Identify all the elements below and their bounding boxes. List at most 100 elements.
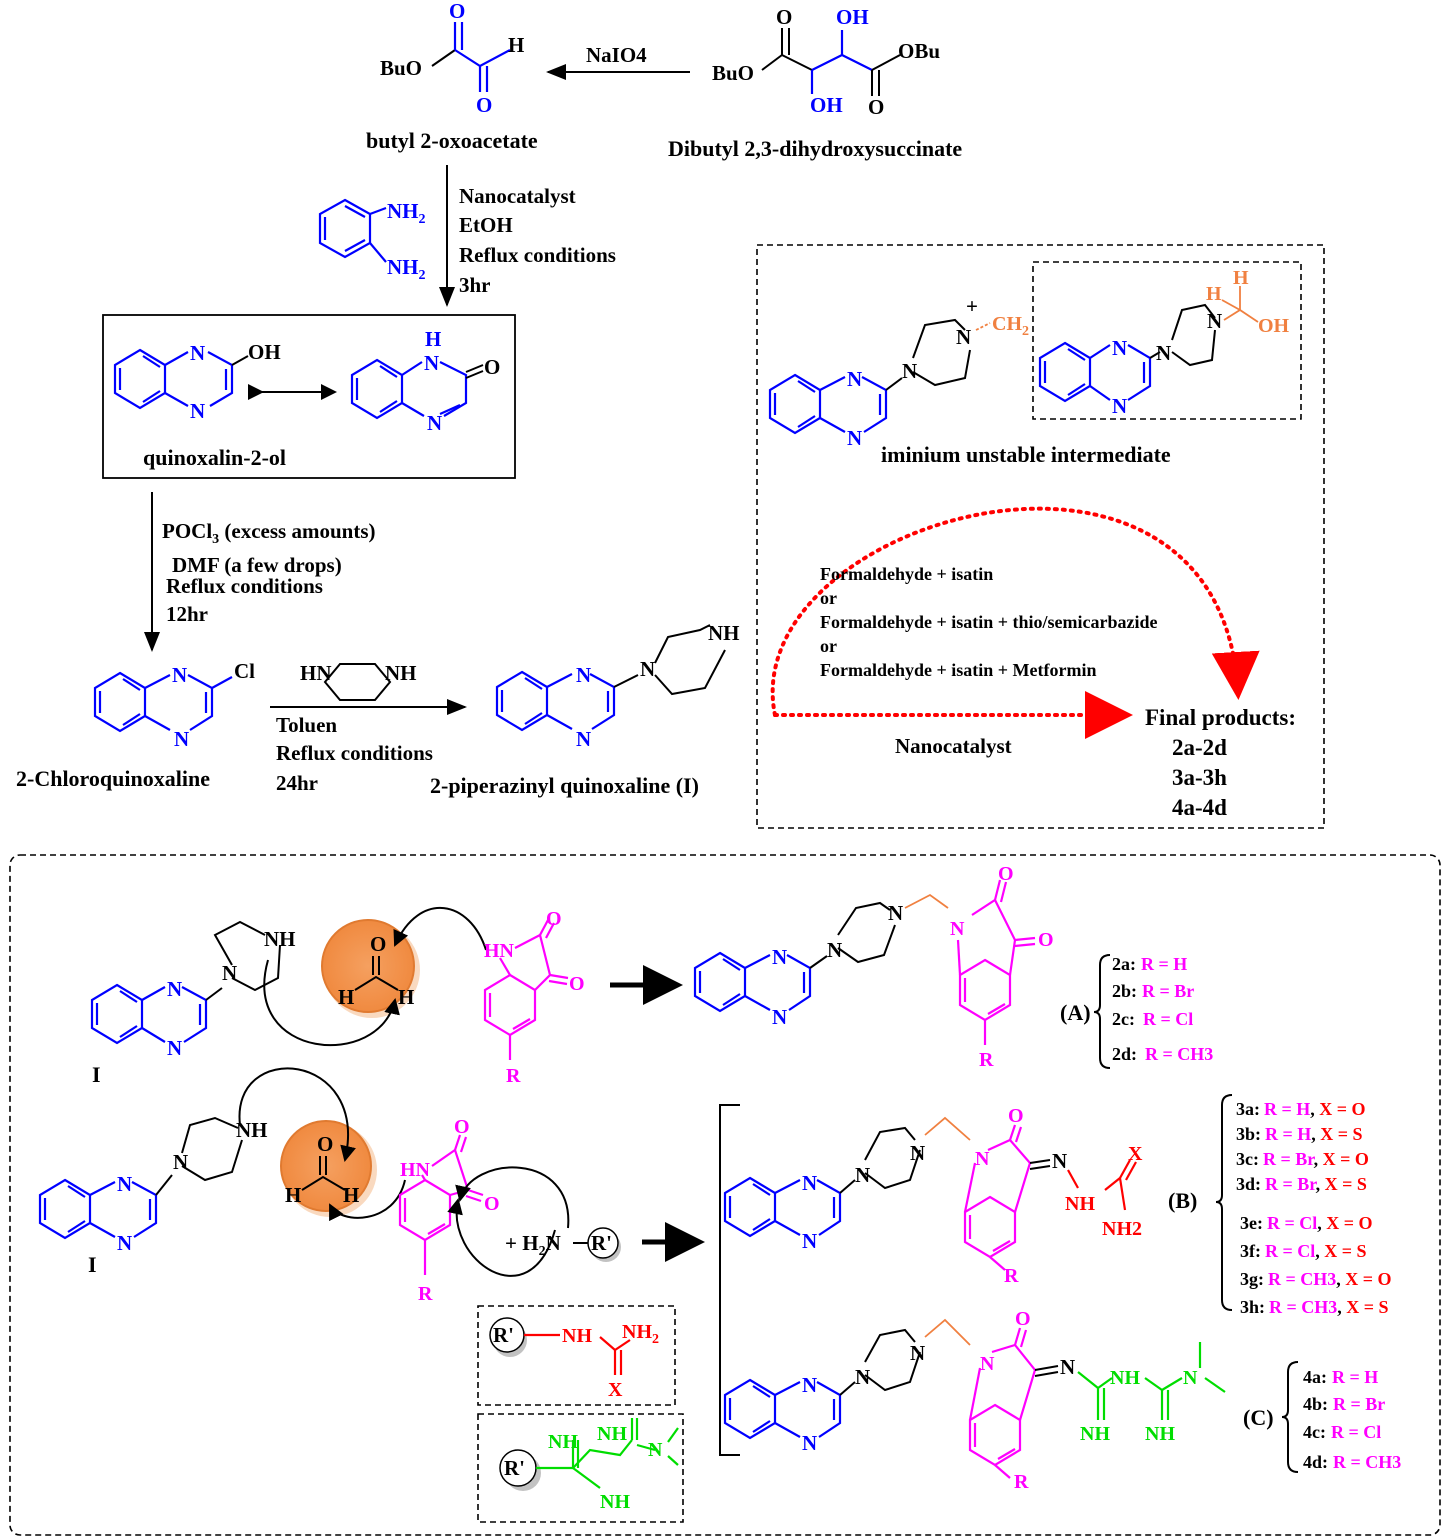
chloro-n-top: N bbox=[172, 663, 187, 687]
rpc-nh: NH bbox=[562, 1325, 592, 1347]
chloro-n-bottom: N bbox=[174, 727, 189, 751]
bu-o-label-2: BuO bbox=[712, 61, 754, 85]
svg-text:4c:R = Cl: 4c:R = Cl bbox=[1303, 1422, 1381, 1442]
p3-n-imine: N bbox=[1052, 1149, 1067, 1173]
hm-n-bottom: N bbox=[1112, 394, 1127, 418]
dmf-condition: DMF (a few drops) bbox=[172, 553, 342, 577]
p2-n-top: N bbox=[772, 945, 787, 969]
step2-condition-3: Reflux conditions bbox=[459, 243, 616, 267]
iminium-label: iminium unstable intermediate bbox=[881, 442, 1171, 467]
iB-hn: HN bbox=[400, 1159, 431, 1181]
final-products-3: 3a-3h bbox=[1172, 765, 1227, 790]
p2-isatin-n: N bbox=[950, 918, 965, 940]
im-pip-n: N bbox=[902, 359, 917, 383]
pip-q-n-bottom: N bbox=[576, 727, 591, 751]
oxo-o-top: O bbox=[449, 0, 465, 23]
hm-n-top: N bbox=[1112, 336, 1127, 360]
hm-oh: OH bbox=[1258, 315, 1290, 337]
p2-o2: O bbox=[1038, 929, 1054, 951]
fA-o: O bbox=[370, 932, 386, 956]
option-or-2: or bbox=[820, 636, 837, 656]
svg-text:4a:R = H: 4a:R = H bbox=[1303, 1367, 1378, 1387]
aldehyde-h: H bbox=[508, 33, 524, 57]
pocl3-condition: POCl3 (excess amounts) bbox=[162, 519, 375, 547]
time-condition-4: 24hr bbox=[276, 771, 318, 795]
piperazine-hn: HN bbox=[300, 661, 332, 685]
quinoxalin-2-one-keto: N H N O bbox=[350, 327, 500, 435]
pip-q-n-top: N bbox=[576, 663, 591, 687]
ester-o-2: O bbox=[868, 95, 884, 119]
p3-nh: NH bbox=[1065, 1193, 1095, 1215]
final-products-4: 4a-4d bbox=[1172, 795, 1227, 820]
svg-text:4b:R = Br: 4b:R = Br bbox=[1303, 1394, 1385, 1414]
p3-n-bottom: N bbox=[802, 1229, 817, 1253]
mA-label-I: I bbox=[92, 1062, 101, 1087]
p2-pip-n2: N bbox=[888, 901, 903, 925]
nh2-top: NH2 bbox=[387, 199, 426, 227]
list-B: 3a:R = H, X = O 3b:R = H, X = S 3c:R = B… bbox=[1236, 1099, 1392, 1317]
p4-o: O bbox=[1015, 1308, 1031, 1330]
iA-o2: O bbox=[569, 973, 585, 995]
rpm-n: N bbox=[648, 1439, 663, 1461]
option-2: Formaldehyde + isatin + thio/semicarbazi… bbox=[820, 612, 1158, 632]
svg-text:3a:R = H, X = O: 3a:R = H, X = O bbox=[1236, 1099, 1366, 1119]
butyl-2-oxoacetate-structure: BuO O O H bbox=[380, 0, 524, 117]
iB-o1: O bbox=[454, 1116, 470, 1138]
list-A: 2a:R = H 2b:R = Br 2c:R = Cl 2d:R = CH3 bbox=[1112, 954, 1213, 1064]
iminium-structure: N N N N + CH2 bbox=[768, 294, 1029, 450]
option-3: Formaldehyde + isatin + Metformin bbox=[820, 660, 1096, 680]
ester-o-1: O bbox=[776, 5, 792, 29]
amine-reagent: + H2N bbox=[505, 1231, 561, 1259]
p4-isatin-n: N bbox=[980, 1353, 995, 1375]
2-piperazinyl-quinoxaline-structure: N N N NH bbox=[495, 621, 740, 751]
option-1: Formaldehyde + isatin bbox=[820, 564, 993, 584]
p3-pip-n2: N bbox=[910, 1141, 925, 1165]
dibutyl-tartrate-label: Dibutyl 2,3-dihydroxysuccinate bbox=[668, 136, 962, 161]
svg-text:3c:R = Br, X = O: 3c:R = Br, X = O bbox=[1236, 1149, 1369, 1169]
step2-conditions: Nanocatalyst EtOH Reflux conditions 3hr bbox=[459, 184, 616, 297]
svg-text:3d:R = Br, X = S: 3d:R = Br, X = S bbox=[1236, 1174, 1367, 1194]
step2-condition-2: EtOH bbox=[459, 213, 513, 237]
group-A-label: (A) bbox=[1060, 1000, 1091, 1025]
p4-n-dimethyl: N bbox=[1183, 1367, 1198, 1389]
oh-top: OH bbox=[836, 5, 869, 29]
p4-nh-1: NH bbox=[1110, 1367, 1140, 1389]
quinoxalin-2-ol-enol: N N OH bbox=[113, 340, 281, 423]
list-C: 4a:R = H 4b:R = Br 4c:R = Cl 4d:R = CH3 bbox=[1303, 1367, 1401, 1472]
nh2-bottom: NH2 bbox=[387, 255, 426, 283]
im-plus-sign: + bbox=[966, 294, 978, 318]
p2-n-bottom: N bbox=[772, 1005, 787, 1029]
rpm-nh-3: NH bbox=[600, 1491, 630, 1513]
piperazine-reagent: HN NH bbox=[300, 661, 417, 701]
svg-text:2a:R = H: 2a:R = H bbox=[1112, 954, 1187, 974]
formaldehyde-circle-A bbox=[321, 919, 415, 1013]
enol-n-top: N bbox=[190, 341, 205, 365]
p4-r: R bbox=[1014, 1471, 1029, 1493]
iA-o1: O bbox=[546, 908, 562, 930]
mB-pip-n: N bbox=[173, 1150, 188, 1174]
keto-nh-n: N bbox=[424, 351, 439, 375]
hm-n-2: N bbox=[1207, 309, 1222, 333]
time-condition-3: 12hr bbox=[166, 602, 208, 626]
im-n-top: N bbox=[847, 367, 862, 391]
intermediate-outer-box bbox=[756, 244, 1325, 829]
r-prime-carbazide-box bbox=[477, 1305, 676, 1406]
isatin-B: HN O O R bbox=[398, 1116, 500, 1305]
svg-text:2c:R = Cl: 2c:R = Cl bbox=[1112, 1009, 1193, 1029]
mB-nh: NH bbox=[236, 1118, 268, 1142]
svg-text:3b:R = H, X = S: 3b:R = H, X = S bbox=[1236, 1124, 1363, 1144]
rpm-nh-1: NH bbox=[548, 1431, 578, 1453]
p3-nh2: NH2 bbox=[1102, 1218, 1142, 1240]
iB-r: R bbox=[418, 1283, 433, 1305]
hm-h-top: H bbox=[1233, 267, 1249, 289]
svg-text:3f:R = Cl, X = S: 3f:R = Cl, X = S bbox=[1240, 1241, 1367, 1261]
reagent-options: Formaldehyde + isatin or Formaldehyde + … bbox=[820, 564, 1158, 680]
svg-text:3g:R = CH3, X = O: 3g:R = CH3, X = O bbox=[1240, 1269, 1392, 1289]
iB-o2: O bbox=[484, 1193, 500, 1215]
fB-h-left: H bbox=[285, 1183, 301, 1207]
p4-nh-2: NH bbox=[1080, 1423, 1110, 1445]
svg-text:3h:R = CH3, X = S: 3h:R = CH3, X = S bbox=[1240, 1297, 1389, 1317]
group-B-label: (B) bbox=[1168, 1188, 1197, 1213]
toluene-condition: Toluen bbox=[276, 713, 337, 737]
